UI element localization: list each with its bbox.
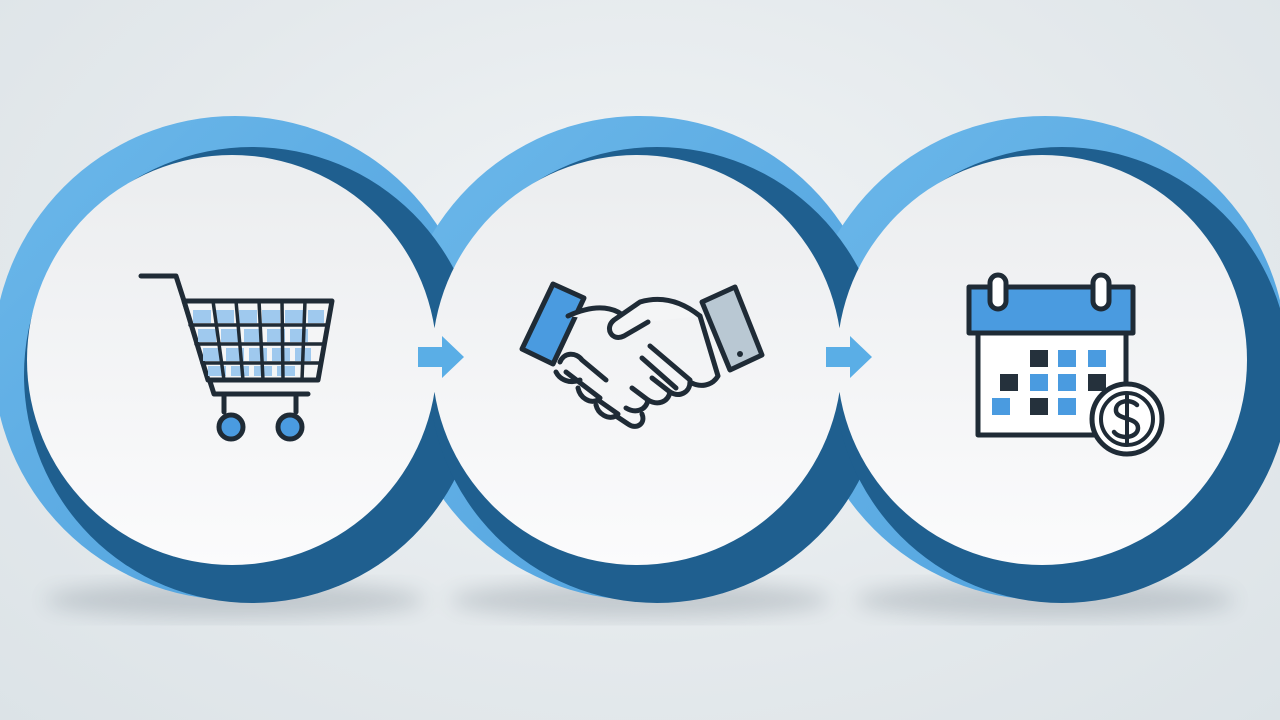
step-2-face <box>432 155 842 565</box>
shopping-cart-icon <box>138 273 335 442</box>
connector-arrows <box>418 336 872 378</box>
arrow-right-icon <box>826 336 872 378</box>
arrow-right-icon <box>418 336 464 378</box>
step-faces <box>27 155 1247 565</box>
handshake-icon <box>519 281 765 429</box>
calendar-dollar-icon <box>966 272 1165 457</box>
